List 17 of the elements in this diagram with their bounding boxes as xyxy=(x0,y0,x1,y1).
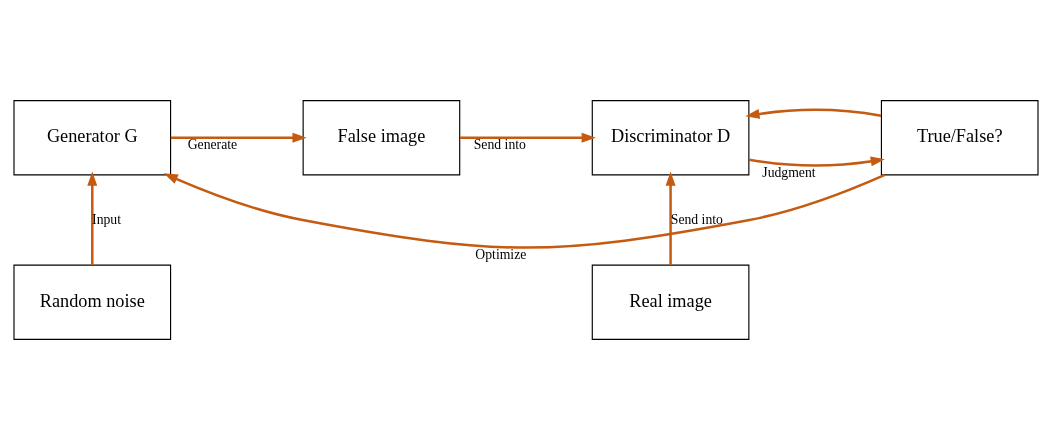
arrow xyxy=(748,156,885,167)
edge-label: Generate xyxy=(187,136,238,152)
arrow xyxy=(87,171,98,265)
node-box: Discriminator D xyxy=(591,99,750,175)
edge-label: Optimize xyxy=(475,246,527,262)
node-box: Random noise xyxy=(13,264,172,340)
node-box: False image xyxy=(302,99,461,175)
arrow xyxy=(665,171,676,265)
arrow xyxy=(459,132,596,143)
node-box: Real image xyxy=(591,264,750,340)
node-box: Generator G xyxy=(13,99,172,175)
node-box: True/False? xyxy=(880,99,1039,175)
arrow xyxy=(170,132,307,143)
arrow xyxy=(163,172,886,249)
arrow xyxy=(745,108,882,119)
edge-label: Send into xyxy=(473,136,526,152)
edge-label: Judgment xyxy=(762,164,816,180)
